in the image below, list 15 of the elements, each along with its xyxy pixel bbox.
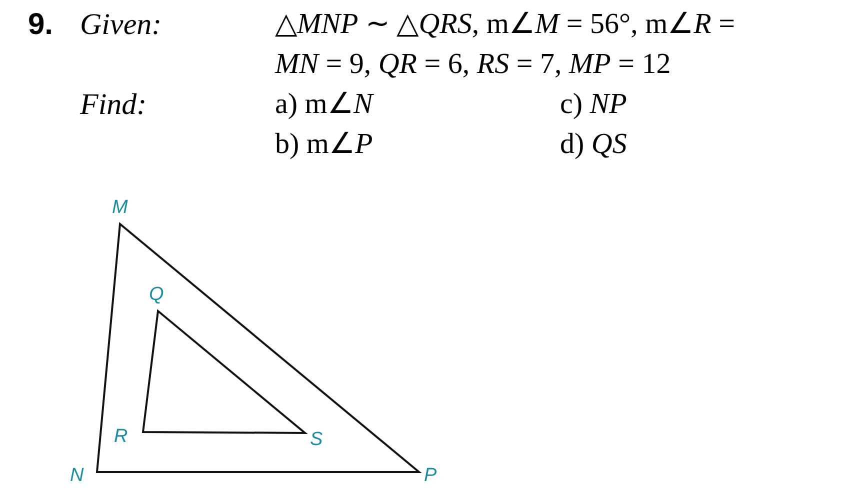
find-heading: Find:	[80, 90, 147, 120]
problem-number: 9.	[28, 10, 54, 40]
vertex-label: P	[424, 466, 437, 485]
vertex-label: M	[112, 198, 128, 217]
given-heading: Given:	[80, 10, 162, 40]
question-text: d) QS	[560, 130, 627, 159]
given-measures: MN = 9, QR = 6, RS = 7, MP = 12	[275, 50, 671, 79]
vertex-label: R	[114, 427, 128, 446]
question-text: c) NP	[560, 90, 627, 119]
given-statement: △MNP ∼ △QRS, m∠M = 56°, m∠R =	[275, 10, 735, 39]
vertex-label: N	[70, 466, 84, 485]
vertex-label: S	[310, 430, 323, 449]
vertex-label: Q	[149, 285, 164, 304]
question-text: a) m∠N	[275, 90, 373, 119]
question-text: b) m∠P	[275, 130, 373, 159]
